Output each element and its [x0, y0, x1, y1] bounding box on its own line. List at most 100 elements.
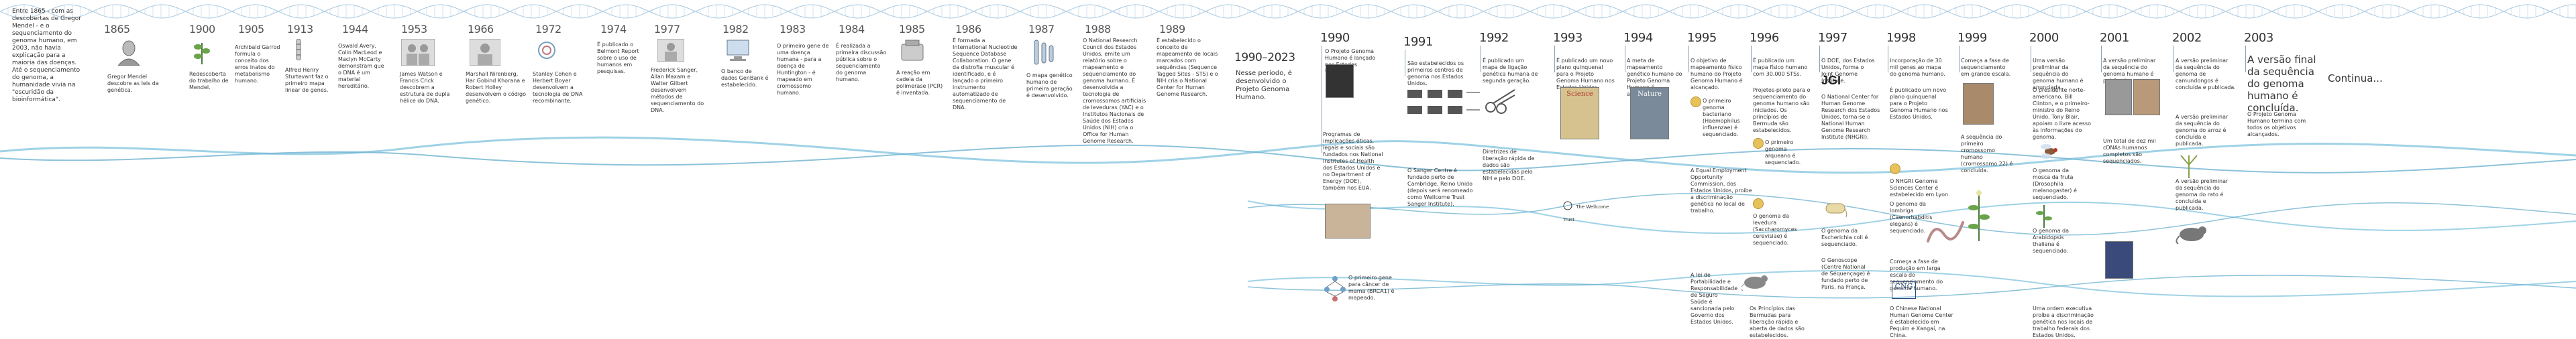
year-1986: 1986: [955, 23, 981, 36]
event-1987: O mapa genético humano de primeira geraç…: [1026, 72, 1073, 98]
scissors-icon: [1484, 87, 1517, 114]
event-1983: O primeiro gene de uma doença humana - p…: [777, 43, 829, 96]
event-1984: É realizada a primeira discussão pública…: [836, 43, 887, 82]
continue-text: Continua...: [2328, 72, 2383, 84]
event-1972: Stanley Cohen e Herbert Boyer desenvolve…: [533, 71, 583, 104]
genbank-computer-icon: [724, 39, 751, 62]
wellcome-logo-text: The Wellcome Trust: [1563, 204, 1609, 222]
event-1998e: Começa a fase de produção em larga escal…: [1890, 259, 1943, 291]
event-1996f: Os Princípios das Bermudas para liberaçã…: [1750, 306, 1805, 338]
event-2000c: O genoma da mosca da fruta (Drosophila m…: [2033, 167, 2077, 200]
event-2003b: O Projeto Genoma Humano termina com todo…: [2247, 111, 2306, 137]
event-1997d: O Genoscope (Centre National de Séquença…: [1821, 257, 1870, 290]
nature-cover-1999: [1963, 83, 1994, 125]
event-1998f: O Chinese National Human Genome Center é…: [1890, 306, 1953, 338]
event-1991b: O Sanger Centre é fundado perto de Cambr…: [1407, 167, 1473, 207]
children-photo: [1325, 204, 1371, 239]
yeast-icon: [1753, 198, 1764, 209]
year-1974: 1974: [600, 23, 627, 36]
timeline-wave: [0, 136, 2576, 299]
event-1999a: Começa a fase de sequenciamento em grand…: [1961, 58, 2011, 77]
mouse-icon: [1740, 271, 1771, 291]
watson-crick-photo: [400, 38, 435, 66]
year-1985: 1985: [899, 23, 925, 36]
event-2002a: A versão preliminar da sequência do geno…: [2176, 58, 2236, 90]
worm-icon: [1925, 214, 1966, 248]
tick-1993: [1554, 46, 1555, 72]
event-1988: O National Research Council dos Estados …: [1083, 38, 1146, 144]
event-1995c: A Equal Employment Opportunity Commissio…: [1690, 167, 1752, 214]
year-2002: 2002: [2172, 31, 2202, 45]
science-cover-2001: [2105, 79, 2132, 115]
event-2000d: O genoma da Arabidopsis thaliana é seque…: [2033, 228, 2070, 254]
year-1995: 1995: [1687, 31, 1717, 45]
event-1982: O banco de dados GenBank é estabelecido.: [721, 68, 769, 88]
event-1992a: É publicado um mapa de ligação genética …: [1483, 58, 1538, 84]
tick-1999: [1959, 46, 1960, 72]
tick-2001: [2101, 46, 2102, 72]
year-1905: 1905: [238, 23, 264, 36]
event-1998a: Incorporação de 30 mil genes ao mapa do …: [1890, 58, 1945, 77]
year-1992: 1992: [1479, 31, 1509, 45]
hgp-cover-image: [1326, 64, 1354, 98]
event-1997b: O National Center for Human Genome Resea…: [1821, 94, 1880, 140]
event-1991a: São estabelecidos os primeiros centros d…: [1407, 60, 1464, 86]
year-1944: 1944: [342, 23, 368, 36]
year-1999: 1999: [1957, 31, 1987, 45]
year-2003: 2003: [2244, 31, 2273, 45]
year-1993: 1993: [1553, 31, 1582, 45]
year-1990: 1990: [1320, 31, 1350, 45]
event-1996b: Projetos-piloto para o sequenciamento do…: [1753, 87, 1811, 133]
event-1990c: O primeiro gene para câncer de mama (BRC…: [1348, 275, 1395, 301]
nirenberg-photo: [469, 38, 501, 66]
event-2000b: O presidente norte-americano, Bill Clint…: [2033, 87, 2091, 140]
event-1986: É formada a International Nucleotide Seq…: [953, 38, 1018, 111]
event-1865: Gregor Mendel descobre as leis da genéti…: [107, 74, 159, 93]
event-1997a: O DOE, dos Estados Unidos, forma o Joint…: [1821, 58, 1875, 84]
event-1992b: Diretrizes de liberação rápida de dados …: [1483, 149, 1535, 182]
event-1966: Marshall Nirenberg, Har Gobind Khorana e…: [466, 71, 527, 104]
year-1991: 1991: [1403, 35, 1433, 49]
year-2001: 2001: [2100, 31, 2129, 45]
genome-centers-icons: [1407, 86, 1481, 126]
tick-2003: [2245, 46, 2246, 72]
year-1972: 1972: [535, 23, 561, 36]
event-1944: Oswald Avery, Colin MacLeod e Maclyn McC…: [338, 43, 384, 89]
nature-cover: Nature: [1630, 87, 1669, 139]
tick-1996: [1751, 46, 1752, 72]
science-logo-text: Science: [1566, 90, 1593, 98]
event-1953: James Watson e Francis Crick descobrem a…: [400, 71, 450, 104]
year-1966: 1966: [468, 23, 494, 36]
event-1998d: O genoma da lombriga (Caenorhabditis ele…: [1890, 201, 1933, 234]
event-1989: É estabelecido o conceito de mapeamento …: [1157, 38, 1218, 97]
event-1995a: O objetivo de mapeamento físico humano d…: [1690, 58, 1743, 90]
ecoli-icon: [1823, 198, 1847, 218]
tick-1997: [1819, 46, 1820, 72]
event-2000e: Uma ordem executiva proíbe a discriminaç…: [2033, 306, 2094, 338]
fruit-fly-icon: [2037, 141, 2063, 161]
year-1998: 1998: [1886, 31, 1916, 45]
dna-recombinant-icon: [537, 39, 557, 62]
dna-helix-band: [0, 4, 2576, 19]
year-1989: 1989: [1159, 23, 1185, 36]
event-1998b: É publicado um novo plano quinquenal par…: [1890, 87, 1948, 120]
tick-1995: [1688, 46, 1689, 72]
pea-plant-icon: [192, 38, 212, 64]
event-1999b: A sequência do primeiro cromossomo human…: [1961, 134, 2013, 174]
event-2001b: Um total de dez mil cDNAs humanos comple…: [2103, 138, 2156, 164]
year-1982: 1982: [722, 23, 749, 36]
event-1977: Frederick Sanger, Allan Maxam e Walter G…: [651, 67, 704, 113]
event-1997c: O genoma da Escherichia coli é sequencia…: [1821, 228, 1868, 247]
jgi-logo: JGI: [1821, 74, 1841, 87]
center-icon: [1890, 163, 1900, 174]
event-1990b: Programas de implicações éticas, legais …: [1323, 131, 1383, 191]
year-1987: 1987: [1028, 23, 1055, 36]
event-2002c: A versão preliminar da sequência do geno…: [2176, 178, 2229, 211]
year-1996: 1996: [1750, 31, 1779, 45]
year-1994: 1994: [1623, 31, 1653, 45]
event-1996a: É publicado um mapa físico humano com 30…: [1753, 58, 1808, 77]
event-2002b: A versão preliminar da sequência do geno…: [2176, 114, 2229, 147]
event-1900: Redescoberta do trabalho de Mendel.: [189, 71, 229, 90]
event-1993: É publicado um novo plano quinquenal par…: [1556, 58, 1615, 90]
year-1984: 1984: [839, 23, 865, 36]
